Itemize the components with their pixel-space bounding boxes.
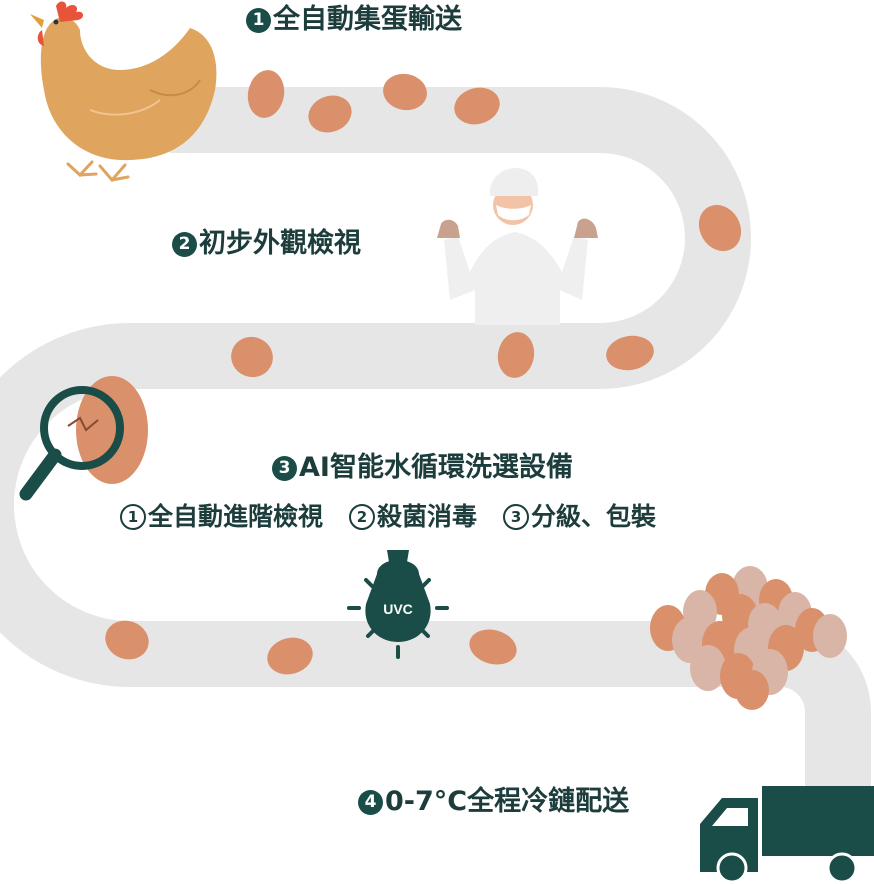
step-title: 全自動集蛋輸送 xyxy=(273,4,462,35)
egg xyxy=(698,204,742,252)
substep-number: 3 xyxy=(503,504,530,530)
step-number-badge: 4 xyxy=(358,790,383,815)
egg xyxy=(497,332,535,378)
substep-number: 1 xyxy=(120,504,146,530)
step-number-badge: 3 xyxy=(272,456,297,481)
egg-pile-icon xyxy=(650,566,847,710)
uv-lamp-label: UVC xyxy=(383,601,413,617)
substep-label: 殺菌消毒 xyxy=(377,502,478,531)
step-number-badge: 1 xyxy=(246,8,271,33)
step-title: 初步外觀檢視 xyxy=(199,228,361,259)
egg xyxy=(267,637,313,675)
egg xyxy=(247,70,285,118)
egg xyxy=(454,87,500,125)
magnifier-icon xyxy=(19,376,148,501)
substep-number: 2 xyxy=(349,504,376,530)
uv-lamp-icon: UVC xyxy=(347,550,449,659)
step-title: 0-7°C全程冷鏈配送 xyxy=(385,786,630,817)
worker-icon xyxy=(437,168,598,325)
step-number-badge: 2 xyxy=(172,232,197,257)
step-title: AI智能水循環洗選設備 xyxy=(299,452,573,483)
eggs-on-belt xyxy=(105,70,742,675)
egg xyxy=(231,336,273,378)
substep-label: 全自動進階檢視 xyxy=(148,502,324,531)
egg xyxy=(308,95,352,133)
truck-icon xyxy=(700,786,874,884)
egg xyxy=(383,73,427,111)
egg xyxy=(469,629,517,665)
egg xyxy=(105,620,149,660)
egg xyxy=(606,335,654,371)
hen-icon xyxy=(30,1,217,183)
substep-label: 分級、包裝 xyxy=(531,502,657,531)
